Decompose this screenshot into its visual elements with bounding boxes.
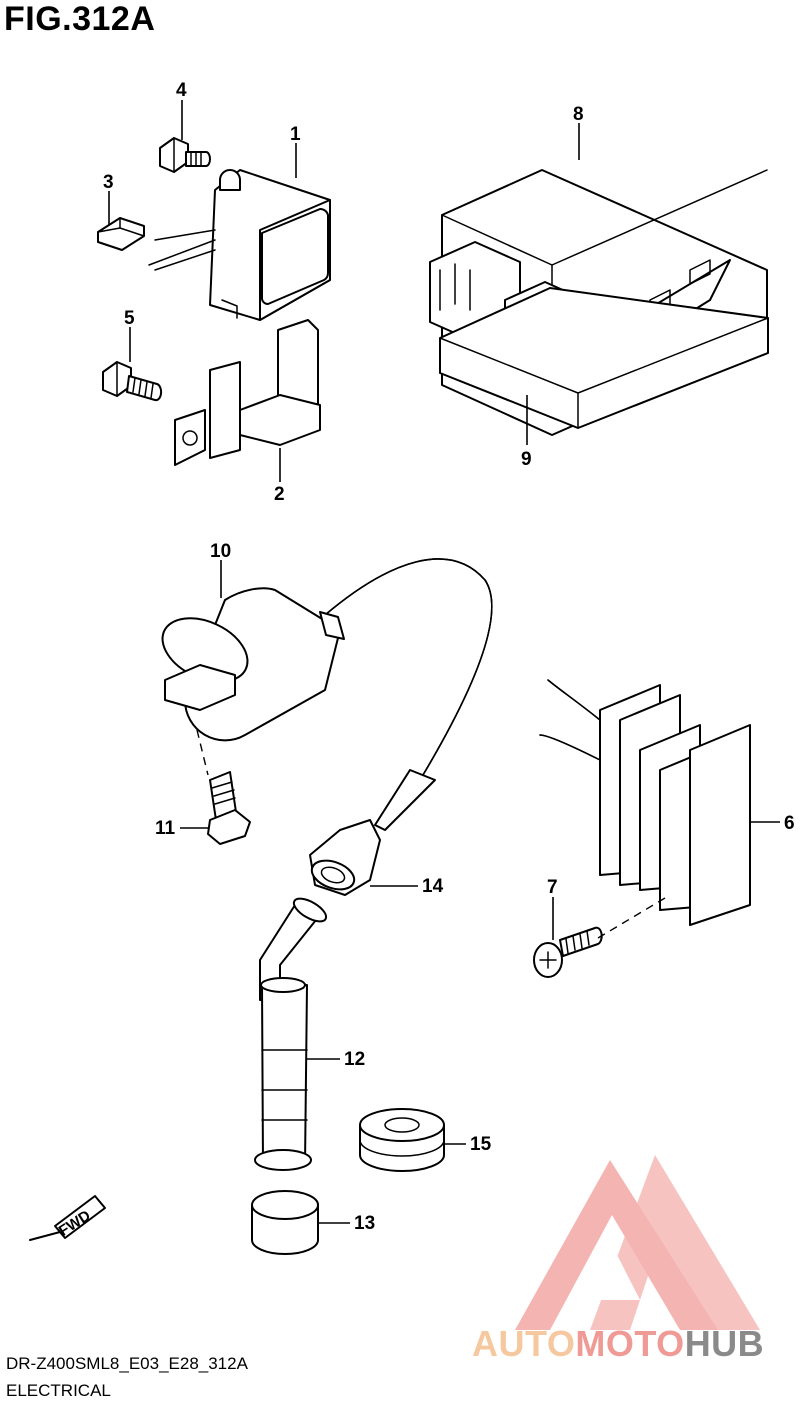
grommet-part-15: [359, 1108, 445, 1172]
callout-6: 6: [784, 813, 795, 834]
callout-9: 9: [521, 449, 532, 470]
watermark-moto: MOTO: [575, 1323, 685, 1364]
callout-11: 11: [155, 818, 176, 839]
bolt-part-5: [102, 361, 163, 402]
watermark-auto: AUTO: [472, 1323, 576, 1364]
fwd-arrow: FWD: [29, 1195, 106, 1241]
clip-part-3: [97, 217, 145, 251]
regulator-part-6: [539, 679, 751, 926]
pad-part-9: [439, 287, 769, 429]
bracket-part-2: [174, 319, 321, 466]
callout-15: 15: [470, 1134, 492, 1155]
plug-cap-part-12: [254, 897, 328, 1171]
watermark-hub: HUB: [684, 1323, 765, 1364]
callout-2: 2: [274, 484, 285, 505]
callout-5: 5: [124, 308, 135, 329]
screw-part-7: [533, 926, 603, 978]
bolt-part-4: [159, 137, 211, 173]
callout-7: 7: [547, 877, 558, 898]
footer-model-code: DR-Z400SML8_E03_E28_312A: [6, 1354, 248, 1373]
leader-lines: [108, 100, 780, 1224]
relay-part-1: [148, 169, 331, 321]
bolt-part-11: [207, 771, 251, 845]
watermark-text: AUTOMOTOHUB: [472, 1323, 764, 1365]
callout-12: 12: [344, 1049, 365, 1070]
callout-4: 4: [176, 80, 187, 101]
seal-part-14: [309, 819, 381, 896]
callout-8: 8: [573, 104, 584, 125]
callout-10: 10: [210, 541, 231, 562]
ignition-coil-part-10: [161, 558, 493, 831]
callout-1: 1: [290, 124, 301, 145]
callout-13: 13: [354, 1213, 375, 1234]
callout-14: 14: [422, 876, 444, 897]
callouts: 4 1 3 5 2 8 9 10 11 14 12 15 13 6 7: [103, 80, 795, 1234]
footer-section-name: ELECTRICAL: [6, 1381, 111, 1400]
cap-part-13: [251, 1190, 319, 1255]
figure-title: FIG.312A: [4, 0, 156, 38]
callout-3: 3: [103, 172, 114, 193]
watermark-logo: [515, 1155, 760, 1330]
